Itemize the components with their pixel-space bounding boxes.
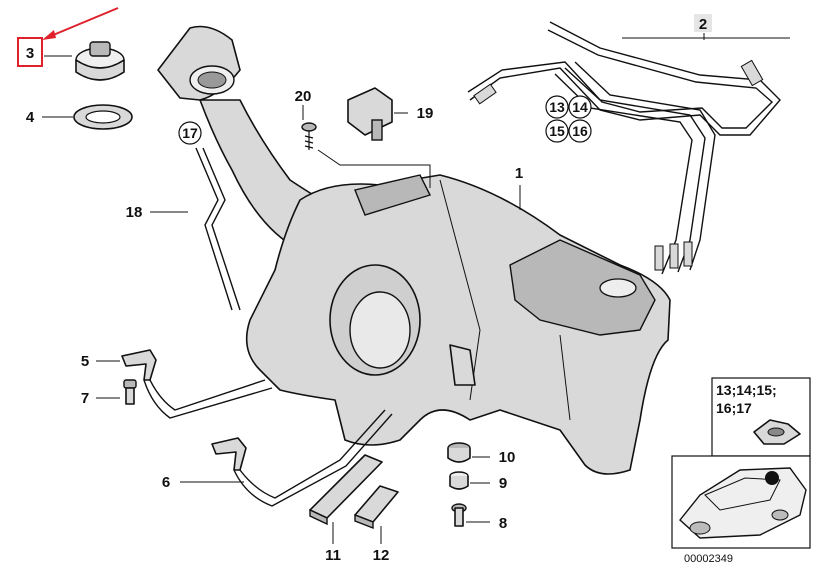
label-2: 2 — [699, 16, 707, 33]
label-20: 20 — [295, 88, 312, 105]
label-8: 8 — [499, 515, 507, 532]
callout-16[interactable]: 16 — [568, 119, 592, 143]
part-4-gasket-ring[interactable] — [42, 104, 133, 130]
label-3: 3 — [26, 45, 34, 62]
part-1-fuel-tank[interactable] — [245, 174, 671, 475]
label-2-boxed: 2 — [694, 14, 712, 33]
part-12-pad[interactable] — [354, 485, 399, 544]
part-11-pad[interactable] — [309, 454, 383, 544]
label-1: 1 — [515, 165, 523, 182]
label-11: 11 — [325, 547, 341, 564]
part-8-bolt[interactable] — [451, 503, 490, 527]
inset-clip-detail[interactable]: 13;14;15; 16;17 — [711, 377, 811, 457]
part-9-bushing[interactable] — [449, 471, 490, 490]
part-18-vent-pipe[interactable] — [150, 147, 241, 311]
inset-label-line1: 13;14;15; — [716, 382, 777, 398]
label-4: 4 — [26, 109, 35, 126]
label-7: 7 — [81, 390, 89, 407]
label-19: 19 — [417, 105, 434, 122]
label-9: 9 — [499, 475, 507, 492]
part-2-fuel-lines[interactable] — [467, 21, 790, 275]
part-17-circle-callout[interactable]: 17 — [178, 121, 202, 145]
part-5-strap-bracket[interactable] — [96, 349, 273, 419]
part-20-screw[interactable] — [301, 105, 431, 188]
label-10: 10 — [499, 449, 516, 466]
part-6-tank-strap[interactable] — [180, 409, 393, 507]
label-17: 17 — [182, 125, 198, 141]
callout-3-highlight[interactable]: 3 — [17, 37, 43, 67]
diagram-code: 00002349 — [684, 553, 733, 565]
label-15: 15 — [549, 123, 565, 139]
label-16: 16 — [572, 123, 588, 139]
inset-vehicle-location[interactable] — [671, 455, 811, 549]
label-13: 13 — [549, 99, 565, 115]
part-7-bolt[interactable] — [96, 379, 137, 405]
part-19-valve[interactable] — [347, 87, 408, 141]
label-12: 12 — [373, 547, 390, 564]
label-14: 14 — [572, 99, 588, 115]
part-10-grommet[interactable] — [447, 442, 490, 463]
label-6: 6 — [162, 474, 170, 491]
part-3-filler-cap[interactable] — [44, 41, 125, 81]
callout-14[interactable]: 14 — [568, 95, 592, 119]
tank-location-marker — [765, 471, 779, 485]
callout-15[interactable]: 15 — [545, 119, 569, 143]
callout-13[interactable]: 13 — [545, 95, 569, 119]
highlight-arrow — [42, 7, 119, 40]
inset-label-line2: 16;17 — [716, 400, 752, 416]
label-18: 18 — [126, 204, 143, 221]
label-5: 5 — [81, 353, 89, 370]
